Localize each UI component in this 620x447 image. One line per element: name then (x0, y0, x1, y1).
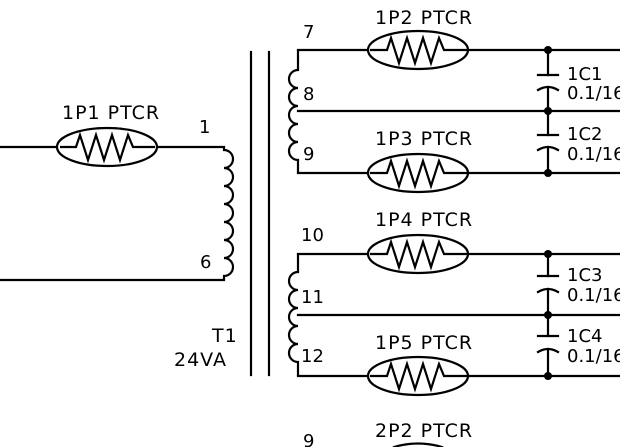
ptcr-1p1-body (55, 126, 159, 168)
ptcr-1p3-zigzag (370, 157, 467, 190)
ptcr-1p2: 1P2 PTCR (366, 7, 473, 71)
capacitor-1c1: 1C1 0.1/16 (536, 64, 620, 104)
capacitor-1c2-plate-bottom (536, 145, 560, 152)
ptcr-2p2-label: 2P2 PTCR (375, 420, 473, 442)
pin-label-10: 10 (301, 225, 324, 246)
ptcr-1p3: 1P3 PTCR (366, 128, 473, 194)
pin-label-9-lower: 9 (303, 431, 314, 447)
ptcr-1p1: 1P1 PTCR (55, 102, 160, 168)
capacitor-1c3-designator: 1C3 (567, 265, 602, 286)
ptcr-1p4-label: 1P4 PTCR (375, 209, 473, 231)
junction-dot (544, 107, 552, 115)
capacitor-1c4-value: 0.1/16 (567, 346, 620, 367)
junction-dot (544, 169, 552, 177)
ptcr-1p1-zigzag (60, 131, 155, 164)
capacitor-1c3-plate-bottom (536, 287, 560, 294)
capacitor-1c3: 1C3 0.1/16 (536, 265, 620, 306)
ptcr-1p3-body (366, 152, 470, 194)
ptcr-1p3-label: 1P3 PTCR (375, 128, 473, 150)
ptcr-1p4: 1P4 PTCR (366, 209, 473, 275)
capacitor-1c3-value: 0.1/16 (567, 285, 620, 306)
primary-coil (222, 147, 235, 280)
pin-label-1: 1 (199, 117, 210, 138)
secondary-1-coil (287, 50, 300, 173)
secondary-2: 10 11 12 (287, 225, 620, 380)
capacitor-1c4: 1C4 0.1/16 (536, 326, 620, 367)
transformer-core (249, 50, 271, 377)
capacitor-1c1-plate-bottom (536, 85, 560, 92)
pin-label-12: 12 (301, 346, 324, 367)
ptcr-1p2-label: 1P2 PTCR (375, 7, 473, 29)
pin-label-7: 7 (303, 22, 314, 43)
capacitor-1c1-designator: 1C1 (567, 64, 602, 85)
secondary-2-coil (287, 254, 300, 376)
ptcr-1p5-body (366, 355, 470, 397)
capacitor-1c2-value: 0.1/16 (567, 144, 620, 165)
secondary-3: 9 2P2 PTCR (303, 420, 473, 447)
ptcr-2p2-body-partial (392, 442, 444, 447)
junction-dot (544, 46, 552, 54)
ptcr-1p2-body (366, 29, 470, 71)
pin-label-6: 6 (200, 252, 211, 273)
ptcr-1p5: 1P5 PTCR (366, 332, 473, 397)
capacitor-1c1-value: 0.1/16 (567, 83, 620, 104)
ptcr-1p5-label: 1P5 PTCR (375, 332, 473, 354)
junction-dot (544, 372, 552, 380)
primary-circuit: 1 6 (0, 117, 235, 282)
transformer-designator: T1 (211, 325, 238, 347)
ptcr-1p4-body (366, 233, 470, 275)
ptcr-1p5-zigzag (370, 360, 467, 393)
ptcr-1p2-zigzag (370, 34, 467, 67)
capacitor-1c2: 1C2 0.1/16 (536, 124, 620, 165)
capacitor-1c2-designator: 1C2 (567, 124, 602, 145)
pin-label-9: 9 (303, 144, 314, 165)
junction-dot (544, 250, 552, 258)
junction-dot (544, 311, 552, 319)
ptcr-1p1-label: 1P1 PTCR (62, 102, 160, 124)
ptcr-1p4-zigzag (370, 238, 467, 271)
pin-label-11: 11 (301, 287, 324, 308)
capacitor-1c4-plate-bottom (536, 347, 560, 354)
pin-label-8: 8 (303, 84, 314, 105)
secondary-1: 7 8 9 (287, 22, 620, 177)
transformer-rating: 24VA (174, 349, 227, 371)
capacitor-1c4-designator: 1C4 (567, 326, 602, 347)
